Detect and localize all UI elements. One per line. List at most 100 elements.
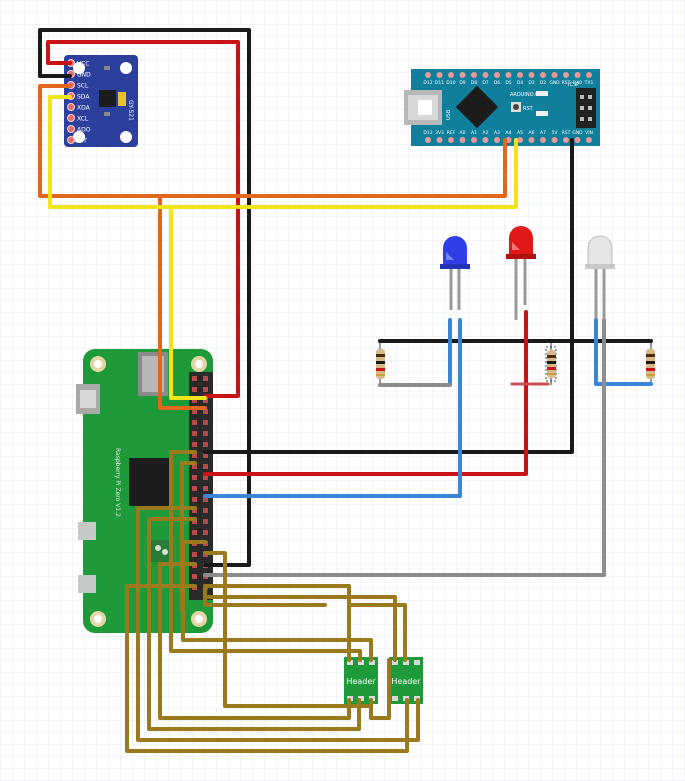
gpio-pin[interactable]: [192, 442, 197, 447]
arduino-bottom-pin[interactable]: [586, 137, 592, 143]
arduino-top-pin-label: D10: [446, 80, 455, 86]
arduino-bottom-pin[interactable]: [494, 137, 500, 143]
gpio-pin[interactable]: [203, 453, 208, 458]
arduino-top-pin[interactable]: [563, 72, 569, 78]
gpio-pin[interactable]: [203, 442, 208, 447]
gpio-pin[interactable]: [203, 508, 208, 513]
arduino-bottom-pin[interactable]: [436, 137, 443, 143]
gpio-pin[interactable]: [203, 431, 208, 436]
icsp-pin: [580, 117, 584, 121]
arduino-bottom-pin[interactable]: [563, 137, 569, 143]
gpio-pin[interactable]: [192, 574, 197, 579]
arduino-bottom-pin[interactable]: [551, 137, 558, 143]
arduino-bottom-pin-label: A3: [494, 130, 500, 136]
arduino-top-pin-label: D9: [459, 80, 465, 86]
usb-label: USB: [446, 109, 452, 120]
icsp-pin: [580, 106, 584, 110]
led-blue[interactable]: [440, 236, 470, 310]
arduino-bottom-pin[interactable]: [448, 137, 454, 143]
gpio-pin[interactable]: [192, 552, 197, 557]
gpio-pin[interactable]: [192, 387, 197, 392]
resistor-1[interactable]: [376, 341, 385, 385]
sensor-pin-ado[interactable]: [67, 125, 75, 133]
sensor-pin-int[interactable]: [67, 136, 75, 144]
gpio-pin[interactable]: [203, 530, 208, 535]
arduino-top-pin[interactable]: [540, 72, 546, 78]
arduino-top-pin[interactable]: [459, 72, 466, 78]
gpio-pin[interactable]: [192, 398, 197, 403]
sensor-pin-xda[interactable]: [67, 103, 75, 111]
wire-brown-3: [203, 551, 373, 708]
gpio-pin[interactable]: [192, 519, 197, 524]
arduino-bottom-pin[interactable]: [540, 137, 546, 143]
gpio-pin[interactable]: [203, 409, 208, 414]
gpio-pin[interactable]: [203, 387, 208, 392]
wire-brown-8: [136, 506, 420, 742]
wire-blue-led: [203, 318, 462, 498]
gpio-pin[interactable]: [192, 475, 197, 480]
gpio-pin[interactable]: [192, 409, 197, 414]
gpio-pin[interactable]: [203, 497, 208, 502]
arduino-top-pin[interactable]: [586, 72, 592, 78]
arduino-top-pin[interactable]: [448, 72, 454, 78]
arduino-top-pin[interactable]: [528, 72, 535, 78]
gpio-pin[interactable]: [203, 475, 208, 480]
arduino-bottom-pin[interactable]: [425, 137, 431, 143]
arduino-bottom-pin[interactable]: [528, 137, 535, 143]
arduino-bottom-pin-label: REF: [447, 130, 456, 136]
arduino-bottom-pin[interactable]: [482, 137, 489, 143]
raspberry-pi-zero-board[interactable]: Raspberry Pi Zero V1.2: [76, 349, 213, 633]
gpio-pin[interactable]: [203, 420, 208, 425]
arduino-brand-label: ARDUINO.CC: [510, 92, 542, 98]
resistor-3[interactable]: [646, 341, 655, 385]
arduino-bottom-pin[interactable]: [574, 137, 581, 143]
arduino-top-pin[interactable]: [517, 72, 523, 78]
gpio-pin[interactable]: [192, 431, 197, 436]
gpio-pin[interactable]: [192, 464, 197, 469]
gpio-pin[interactable]: [192, 530, 197, 535]
arduino-top-pin[interactable]: [551, 72, 558, 78]
arduino-top-pin[interactable]: [471, 72, 477, 78]
header-2[interactable]: Header: [389, 657, 423, 704]
gpio-pin[interactable]: [203, 486, 208, 491]
arduino-top-pin[interactable]: [505, 72, 512, 78]
gpio-pin[interactable]: [192, 453, 197, 458]
header-1[interactable]: Header: [344, 657, 378, 704]
wire-black-gnd: [38, 28, 251, 567]
arduino-top-pin-label: D2: [540, 80, 546, 86]
arduino-bottom-pin[interactable]: [471, 137, 477, 143]
arduino-bottom-pin[interactable]: [459, 137, 466, 143]
led-white[interactable]: [585, 235, 615, 318]
arduino-top-pin[interactable]: [494, 72, 500, 78]
sensor-pin-label: ADO: [77, 127, 91, 134]
arduino-top-pin[interactable]: [436, 72, 443, 78]
gpio-pin[interactable]: [203, 376, 208, 381]
gpio-pin[interactable]: [192, 508, 197, 513]
gpio-pin[interactable]: [192, 376, 197, 381]
gpio-pin[interactable]: [192, 497, 197, 502]
gpio-pin[interactable]: [203, 519, 208, 524]
arduino-top-pin[interactable]: [574, 72, 581, 78]
arduino-top-pin[interactable]: [482, 72, 489, 78]
arduino-top-pin-label: D5: [505, 80, 511, 86]
arduino-bottom-pin-label: A2: [483, 130, 489, 136]
sensor-pin-xcl[interactable]: [67, 114, 75, 122]
sensor-pin-label: INT: [77, 138, 87, 145]
arduino-top-pin[interactable]: [425, 72, 431, 78]
resistor-2[interactable]: [545, 341, 557, 385]
arduino-bottom-pin-label: A1: [471, 130, 477, 136]
wire-brown-1: [203, 584, 351, 662]
gpio-pin[interactable]: [192, 486, 197, 491]
wire-brown-10: [125, 584, 409, 753]
sensor-pin-label: XDA: [77, 105, 91, 112]
gpio-pin[interactable]: [203, 398, 208, 403]
gpio-pin[interactable]: [192, 420, 197, 425]
gpio-pin[interactable]: [203, 464, 208, 469]
led-red[interactable]: [506, 226, 536, 320]
arduino-top-pin-label: RST: [562, 80, 571, 86]
arduino-bottom-pin[interactable]: [517, 137, 523, 143]
arduino-bottom-pin-label: GND: [572, 130, 583, 136]
header-1-label: Header: [346, 677, 376, 686]
